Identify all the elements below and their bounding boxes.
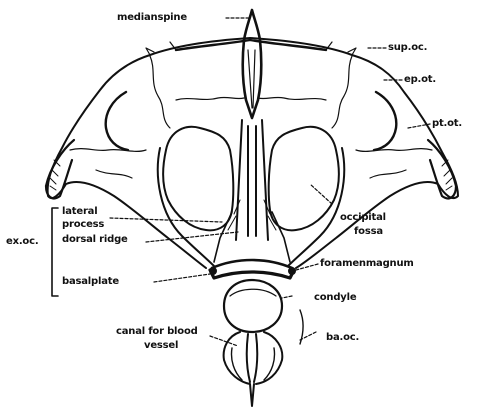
- label-condyle: condyle: [314, 292, 356, 304]
- left-pt-ot-spike: [46, 140, 74, 198]
- label-sup-oc: sup.oc.: [388, 42, 427, 54]
- right-ep-ot-hook: [374, 92, 396, 150]
- foramen-magnum: [212, 260, 292, 268]
- fossa-rims: [158, 148, 344, 266]
- right-occipital-fossa: [269, 127, 339, 230]
- ex-oc-bracket: [52, 208, 58, 296]
- label-ex-oc: ex.oc.: [6, 236, 38, 248]
- label-canal-1: canal for blood: [116, 326, 198, 338]
- label-median-spine: medianspine: [117, 12, 187, 24]
- left-basal-dot: [210, 268, 216, 274]
- label-canal-2: vessel: [144, 340, 178, 352]
- sup-oc-crest: [176, 40, 326, 50]
- left-occipital-fossa: [163, 127, 233, 230]
- condyle: [224, 280, 282, 332]
- crest-serrations: [146, 42, 356, 55]
- label-pt-ot: pt.ot.: [432, 118, 462, 130]
- label-lateral-process-1: lateral: [62, 206, 97, 218]
- label-dorsal-ridge: dorsal ridge: [62, 234, 128, 246]
- label-basal-plate: basalplate: [62, 276, 119, 288]
- right-basal-dot: [289, 268, 295, 274]
- label-foramen-magnum: foramenmagnum: [320, 258, 414, 270]
- ba-oc-side-lines: [231, 348, 274, 380]
- dorsal-ridge: [236, 120, 268, 240]
- label-ep-ot: ep.ot.: [404, 74, 436, 86]
- basal-plate-band: [210, 270, 294, 278]
- median-spine-shade: [248, 50, 255, 108]
- condyle-rim: [230, 289, 276, 296]
- label-lateral-process-2: process: [62, 219, 104, 231]
- left-ep-ot-hook: [106, 92, 128, 150]
- basioccipital: [224, 332, 283, 406]
- label-occipital-fossa-2: fossa: [354, 226, 383, 238]
- label-ba-oc: ba.oc.: [326, 332, 359, 344]
- label-occipital-fossa-1: occipital: [340, 212, 386, 224]
- lateral-process-branches: [214, 212, 290, 262]
